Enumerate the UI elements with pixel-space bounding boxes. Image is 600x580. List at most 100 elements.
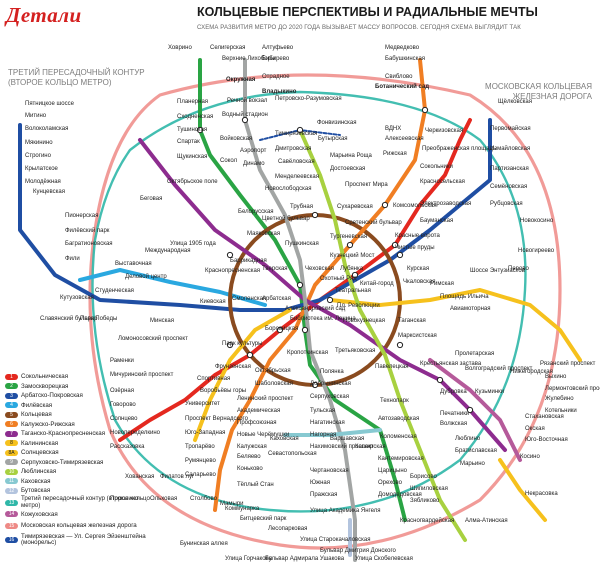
station-label: Сокол: [220, 158, 238, 164]
legend-line-badge: 12: [5, 487, 18, 494]
station-label: Аэропорт: [240, 148, 267, 154]
station-label: Братиславская: [455, 448, 497, 454]
station-label: Полянка: [320, 369, 344, 375]
station-label: Шипиловская: [410, 486, 448, 492]
legend-line-badge: 13: [5, 499, 18, 506]
station-label: Печатники: [440, 411, 469, 417]
interchange-node: [396, 341, 404, 349]
interchange-node: [241, 116, 249, 124]
station-label: Перово: [508, 266, 529, 272]
metro-lines: [18, 58, 582, 562]
station-label: Бульвар Адмирала Ушакова: [265, 556, 345, 562]
station-label: Красные ворота: [395, 233, 440, 239]
station-label: Раменки: [110, 358, 134, 364]
mkzd-label: МОСКОВСКАЯ КОЛЬЦЕВАЯ ЖЕЛЕЗНАЯ ДОРОГА: [485, 82, 592, 101]
station-label: Шоссе Энтузиастов: [470, 268, 525, 274]
interchange-node: [296, 126, 304, 134]
station-label: Солнцево: [110, 416, 138, 422]
page-subtitle: СХЕМА РАЗВИТИЯ МЕТРО ДО 2020 ГОДА ВЫЗЫВА…: [197, 25, 521, 31]
station-label: Славянский бульвар: [40, 315, 98, 322]
station-label: Шаболовская: [255, 381, 293, 387]
interchange-node: [196, 126, 204, 134]
station-label: Войковская: [220, 135, 252, 142]
legend-line-name: Каховская: [21, 477, 51, 485]
station-label: Кропоткинская: [287, 350, 328, 356]
station-label: Тульская: [310, 408, 335, 414]
station-label: Царицыно: [378, 468, 408, 474]
interchange-node: [246, 351, 254, 359]
station-label: Улица Старокачаловская: [300, 537, 371, 543]
station-label: Пражская: [310, 492, 337, 498]
station-label: Минская: [150, 318, 174, 324]
legend-line-name: Калининская: [21, 439, 59, 447]
station-label: Бунинская аллея: [180, 541, 228, 547]
station-label: Фонвизинская: [317, 120, 357, 126]
station-label: Домодедовская: [378, 492, 422, 498]
station-label: Калужская: [237, 444, 267, 450]
station-label: Новокосино: [520, 218, 554, 224]
station-label: Проспект Мира: [345, 182, 388, 188]
station-label: Варшавская: [330, 436, 364, 442]
interchange-node: [226, 341, 234, 349]
station-label: Хованская: [125, 474, 154, 480]
station-label: Отрадное: [262, 74, 290, 80]
station-label: Косино: [520, 454, 540, 460]
station-label: Проспект Вернадского: [185, 416, 249, 422]
station-label: Пушкинская: [285, 241, 319, 247]
station-label: Цветной бульвар: [262, 215, 310, 222]
station-label: Стахановская: [525, 414, 564, 420]
legend-line-badge: 4: [5, 402, 18, 409]
station-label: Менделеевская: [275, 174, 319, 180]
station-label: Театральная: [335, 288, 371, 294]
legend-line-badge: 10: [5, 468, 18, 475]
station-label: Мякинино: [25, 140, 53, 146]
legend-line-name: Арбатско-Покровская: [21, 392, 83, 400]
station-label: Бауманская: [420, 218, 453, 224]
station-label: Кунцевская: [33, 189, 65, 195]
station-label: Алексеевская: [385, 136, 424, 142]
station-label: Чеховская: [305, 266, 334, 272]
station-label: Жулебино: [545, 396, 574, 402]
station-label: Чистые пруды: [395, 245, 435, 251]
contour-label: ТРЕТИЙ ПЕРЕСАДОЧНЫЙ КОНТУР (ВТОРОЕ КОЛЬЦ…: [8, 68, 145, 87]
station-label: Сретенский бульвар: [345, 219, 402, 226]
station-label: Рассказовка: [110, 444, 145, 450]
legend-line-badge: 7: [5, 430, 18, 437]
station-label: Лермонтовский проспект: [545, 385, 600, 392]
line-7-tagansko-krasnopresnenskaya: [138, 138, 507, 452]
station-label: Севастопольская: [268, 451, 317, 457]
station-label: Коммунарка: [225, 506, 260, 512]
station-label: Лесопарковая: [268, 526, 307, 532]
station-label: Марксистская: [398, 333, 437, 339]
station-label: Тропарёво: [185, 444, 215, 450]
station-label: Динамо: [243, 161, 265, 167]
station-label: Окская: [525, 426, 545, 432]
station-label: Библиотека им. Ленина: [290, 316, 356, 322]
legend-line-badge: 5: [5, 411, 18, 418]
station-label: Нагорная: [310, 432, 336, 438]
station-label: Тёплый Стан: [237, 481, 274, 488]
station-label: Тушинская: [177, 127, 207, 133]
legend-line-badge: 3: [5, 392, 18, 399]
station-label: Улица Горчакова: [225, 556, 273, 562]
station-label: Студенческая: [95, 288, 134, 294]
station-label: Планерная: [177, 99, 208, 105]
station-label: Новогиреево: [518, 248, 555, 254]
station-label: Новопеределкино: [110, 430, 161, 436]
station-label: Академическая: [237, 408, 280, 414]
station-label: Профсоюзная: [237, 420, 276, 426]
logo: Детали: [6, 3, 82, 27]
station-label: Нахимовский проспект: [310, 443, 374, 450]
station-label: Саларьево: [185, 472, 216, 478]
interchange-node: [276, 326, 284, 334]
station-label: Владыкино: [262, 89, 297, 95]
station-label: Коломенская: [380, 434, 417, 440]
station-label: Пятницкое шоссе: [25, 101, 75, 107]
